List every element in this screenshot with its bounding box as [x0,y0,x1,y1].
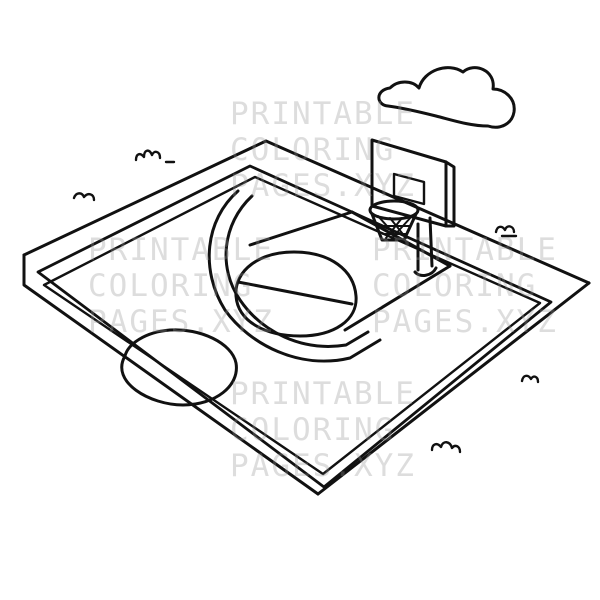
basketball-hoop-icon [368,199,420,242]
court-outer-edge [22,139,591,496]
cloud-icon [377,66,516,129]
backboard [370,138,456,228]
three-point-line [207,189,382,363]
hoop-pole [413,216,438,277]
center-circle [120,328,238,407]
court-boundary [36,164,553,489]
grass-icon [72,149,540,454]
free-throw-circle [234,250,358,338]
free-throw-lane [248,210,452,332]
